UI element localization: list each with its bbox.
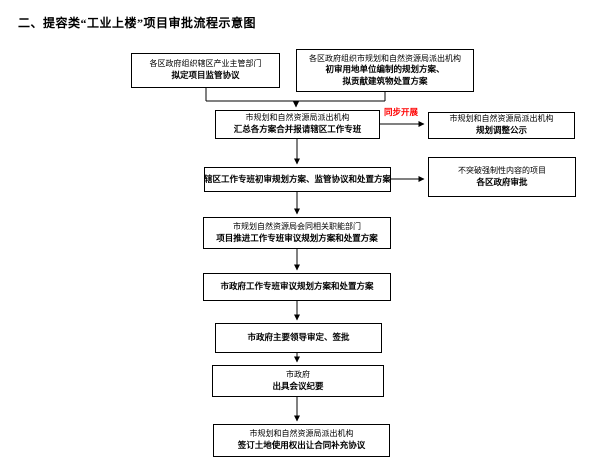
org-line: 各区政府组织辖区产业主管部门 bbox=[149, 59, 262, 69]
action-line: 辖区工作专班初审规划方案、监管协议和处置方案 bbox=[204, 173, 392, 184]
org-line: 市规划和自然资源局派出机构 bbox=[249, 429, 354, 439]
box-city-taskforce-review: 市政府工作专班审议规划方案和处置方案 bbox=[203, 273, 391, 301]
action-line: 规划调整公示 bbox=[475, 125, 527, 136]
org-line: 不突破强制性内容的项目 bbox=[458, 165, 546, 175]
action-line: 初审用地单位编制的规划方案、 bbox=[325, 64, 445, 75]
action-line: 项目推进工作专班审议规划方案和处置方案 bbox=[216, 232, 378, 243]
action-line: 出具会议纪要 bbox=[272, 380, 324, 391]
action-line: 市政府工作专班审议规划方案和处置方案 bbox=[220, 281, 374, 292]
box-consolidate-submit: 市规划和自然资源局派出机构 汇总各方案合并报请辖区工作专班 bbox=[215, 110, 380, 139]
box-promotion-taskforce-review: 市规划自然资源局会同相关职能部门 项目推进工作专班审议规划方案和处置方案 bbox=[203, 217, 391, 249]
action-line: 拟贡献建筑物处置方案 bbox=[342, 75, 428, 86]
box-sign-supplement-agreement: 市规划和自然资源局派出机构 签订土地使用权出让合同补充协议 bbox=[213, 424, 390, 457]
action-line: 签订土地使用权出让合同补充协议 bbox=[237, 440, 366, 451]
sync-label: 同步开展 bbox=[383, 107, 418, 117]
org-line: 市规划和自然资源局派出机构 bbox=[245, 113, 350, 123]
box-district-government-approval: 不突破强制性内容的项目 各区政府审批 bbox=[428, 157, 576, 197]
org-line: 市政府 bbox=[286, 369, 310, 379]
action-line: 拟定项目监管协议 bbox=[171, 70, 240, 81]
org-line: 市规划和自然资源局派出机构 bbox=[449, 114, 554, 124]
box-meeting-minutes: 市政府 出具会议纪要 bbox=[212, 365, 384, 397]
box-plan-adjustment-publicity: 市规划和自然资源局派出机构 规划调整公示 bbox=[428, 112, 575, 139]
org-line: 各区政府组织市规划和自然资源局派出机构 bbox=[309, 53, 461, 63]
action-line: 汇总各方案合并报请辖区工作专班 bbox=[233, 124, 362, 135]
box-district-supervision-agreement: 各区政府组织辖区产业主管部门 拟定项目监管协议 bbox=[131, 53, 280, 88]
box-taskforce-preliminary-review: 辖区工作专班初审规划方案、监管协议和处置方案 bbox=[204, 167, 391, 192]
org-line: 市规划自然资源局会同相关职能部门 bbox=[233, 221, 361, 231]
box-preliminary-plan-review: 各区政府组织市规划和自然资源局派出机构 初审用地单位编制的规划方案、 拟贡献建筑… bbox=[296, 49, 474, 92]
action-line: 各区政府审批 bbox=[476, 176, 528, 187]
action-line: 市政府主要领导审定、签批 bbox=[247, 332, 350, 343]
page-title: 二、提容类“工业上楼”项目审批流程示意图 bbox=[18, 16, 257, 30]
box-city-leader-signoff: 市政府主要领导审定、签批 bbox=[215, 323, 382, 353]
